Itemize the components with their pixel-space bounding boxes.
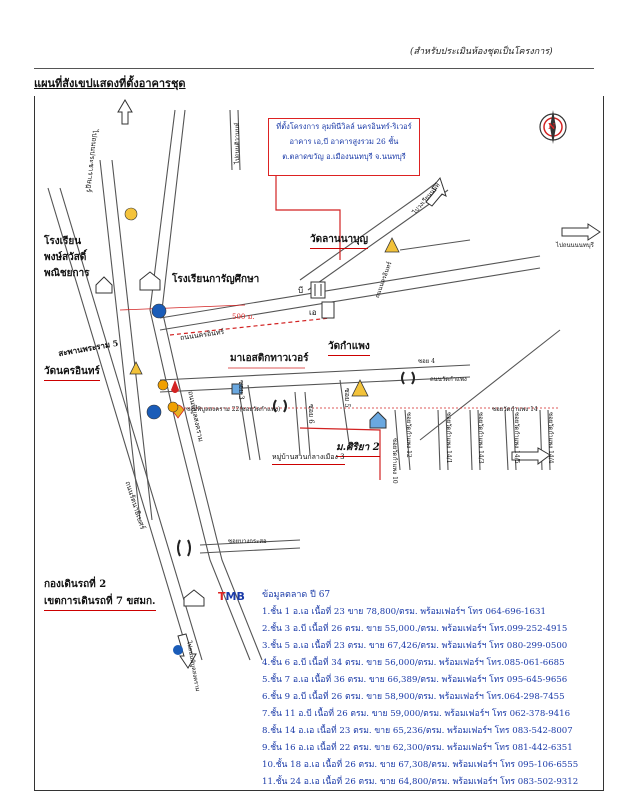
compass-letter: N [548,121,556,131]
route-lines [119,174,560,480]
bank2-icon [146,404,162,420]
label-village: หมู่บ้านสวนกลางเมือง 3 [272,452,345,465]
market-row: 2.ชั้น 3 อ.บี เนื้อที่ 26 ตรม. ขาย 55,00… [262,624,568,634]
fuel-drop-icon [171,380,179,393]
market-row: 10.ชั้น 18 อ.เอ เนื้อที่ 26 ตรม. ขาย 67,… [262,760,579,770]
project-line-3: ต.ตลาดขวัญ อ.เมืองนนทบุรี จ.นนทบุรี [282,152,406,161]
village-icon [369,411,387,429]
label-soi-14-5: ซอยวัดกำแพง 14/5 [513,412,520,464]
underline-school [119,304,246,311]
label-soi-14-3: ซอยวัดกำแพง 14/3 [477,412,484,464]
label-soi-5: ซอย 5 [343,388,351,408]
bank3-icon [173,645,183,655]
label-soi-4: ซอย 4 [418,358,435,365]
market-title: ข้อมูลตลาด ปี 67 [262,590,331,600]
market-row: 4.ชั้น 6 อ.บี เนื้อที่ 34 ตรม. ขาย 56,00… [262,658,565,668]
label-school-phong: โรงเรียน พงษ์สวัสดิ์ พณิชยการ [44,236,90,279]
num-3-icon [157,379,169,391]
market-row: 9.ชั้น 16 อ.เอ เนื้อที่ 22 ตรม. ขาย 62,3… [262,743,573,753]
label-road-wat-kamphaeng: ถนนวัดกำแพง [430,376,467,383]
header-note: (สำหรับประเมินห้องชุดเป็นโครงการ) [410,47,553,57]
market-row: 8.ชั้น 14 อ.เอ เนื้อที่ 23 ตรม. ขาย 65,2… [262,726,573,736]
road-arrows [117,99,601,669]
label-m-siriya: ม.ศิริยา 2 [336,440,380,457]
gold-logo-icon [124,207,138,221]
label-soi-3: ซอย 3 [237,380,245,400]
label-soi-14-4: ซอยวัดกำแพง 14/4 [547,412,554,464]
bridge-icon [177,539,191,557]
label-wat-lanna: วัดลานนาบุญ [310,232,369,249]
bank-logo-t: T [218,590,226,603]
bridge2-icon [273,399,287,413]
arrow-northeast-icon [425,176,447,207]
market-row: 6.ชั้น 9 อ.บี เนื้อที่ 26 ตรม. ขาย 58,90… [262,692,565,702]
arrow-east-icon [561,223,601,241]
bank-logo: TMB [218,590,245,603]
label-building-b: บี [298,286,304,295]
label-soi-pibul22: ซอยพิบูลสงคราม 22(ซอยวัดกำแพง) [186,406,281,413]
label-wat-kamphaeng: วัดกำแพง [328,339,370,356]
project-line-1: ที่ตั้งโครงการ ลุมพินีวิลล์ นครอินทร์-ริ… [276,122,412,131]
road-network [47,109,561,661]
bridge3-icon [401,371,415,385]
compass-icon [539,110,567,144]
misc-icons [95,207,415,655]
bank-logo-mb: MB [225,590,245,603]
market-row: 1.ชั้น 1 อ.เอ เนื้อที่ 23 ขาย 78,800/ตรม… [262,607,546,617]
label-distance: 500 ม. [232,313,255,321]
label-road-nonthaburi: ไปถนนนนทบุรี [556,242,594,249]
label-building-a: เอ [309,308,317,317]
market-row: 7.ชั้น 11 อ.บี เนื้อที่ 26 ตรม. ขาย 59,0… [262,709,571,719]
tower-icon [231,383,243,395]
school2-icon [95,276,113,294]
map-frame [34,96,604,791]
label-soi-10: ซอยวัดกำแพง 10 [391,438,398,484]
label-soi-14: ซอยวัดกำแพง 14 [492,406,538,413]
route-to-project [275,174,341,260]
label-max-tower: มาเอสติกทาวเวอร์ [230,353,309,364]
project-line-2: อาคาร เอ,บี อาคารสูงรวม 26 ชั้น [289,137,399,146]
label-soi-bangkrasor: ซอยบางกระสอ [228,538,267,545]
label-road-tiwanon: ไปถนนติวานนท์ [234,122,241,164]
arrow-north-icon [117,99,133,125]
market-row: 11.ชั้น 24 อ.เอ เนื้อที่ 26 ตรม. ขาย 64,… [262,777,579,787]
header-divider [34,68,594,69]
project-location-box: ที่ตั้งโครงการ ลุมพินีวิลล์ นครอินทร์-ริ… [268,118,420,176]
num-1-icon [167,401,179,413]
label-soi-6: ซอย 6 [307,404,315,424]
temple-icon [129,237,400,397]
market-row: 3.ชั้น 5 อ.เอ เนื้อที่ 23 ตรม. ขาย 67,42… [262,641,568,651]
label-soi-14-1: ซอยวัดกำแพง 14/1 [445,412,452,464]
route-siriya [299,427,381,480]
label-depot: กองเดินรถที่ 2 [44,579,107,590]
label-wat-nakhon-in: วัดนครอินทร์ [44,364,100,381]
project-building-icon [310,281,335,319]
label-depot-sub: เขตการเดินรถที่ 7 ขสมก. [44,594,156,611]
route-500m [169,317,331,336]
school-icon [139,271,161,291]
map-title: แผนที่สังเขปแสดงที่ตั้งอาคารชุด [34,77,186,90]
bank-icon [151,303,167,319]
arrow-east-lower-icon [511,447,551,465]
label-soi-12: ซอยวัดกำแพง 12 [405,412,412,458]
arrow-south-icon [177,633,197,669]
depot-icon [183,589,205,607]
market-row: 5.ชั้น 7 อ.เอ เนื้อที่ 36 ตรม. ขาย 66,38… [262,675,568,685]
label-school-ratchasueksa: โรงเรียนการัญศึกษา [172,274,260,285]
